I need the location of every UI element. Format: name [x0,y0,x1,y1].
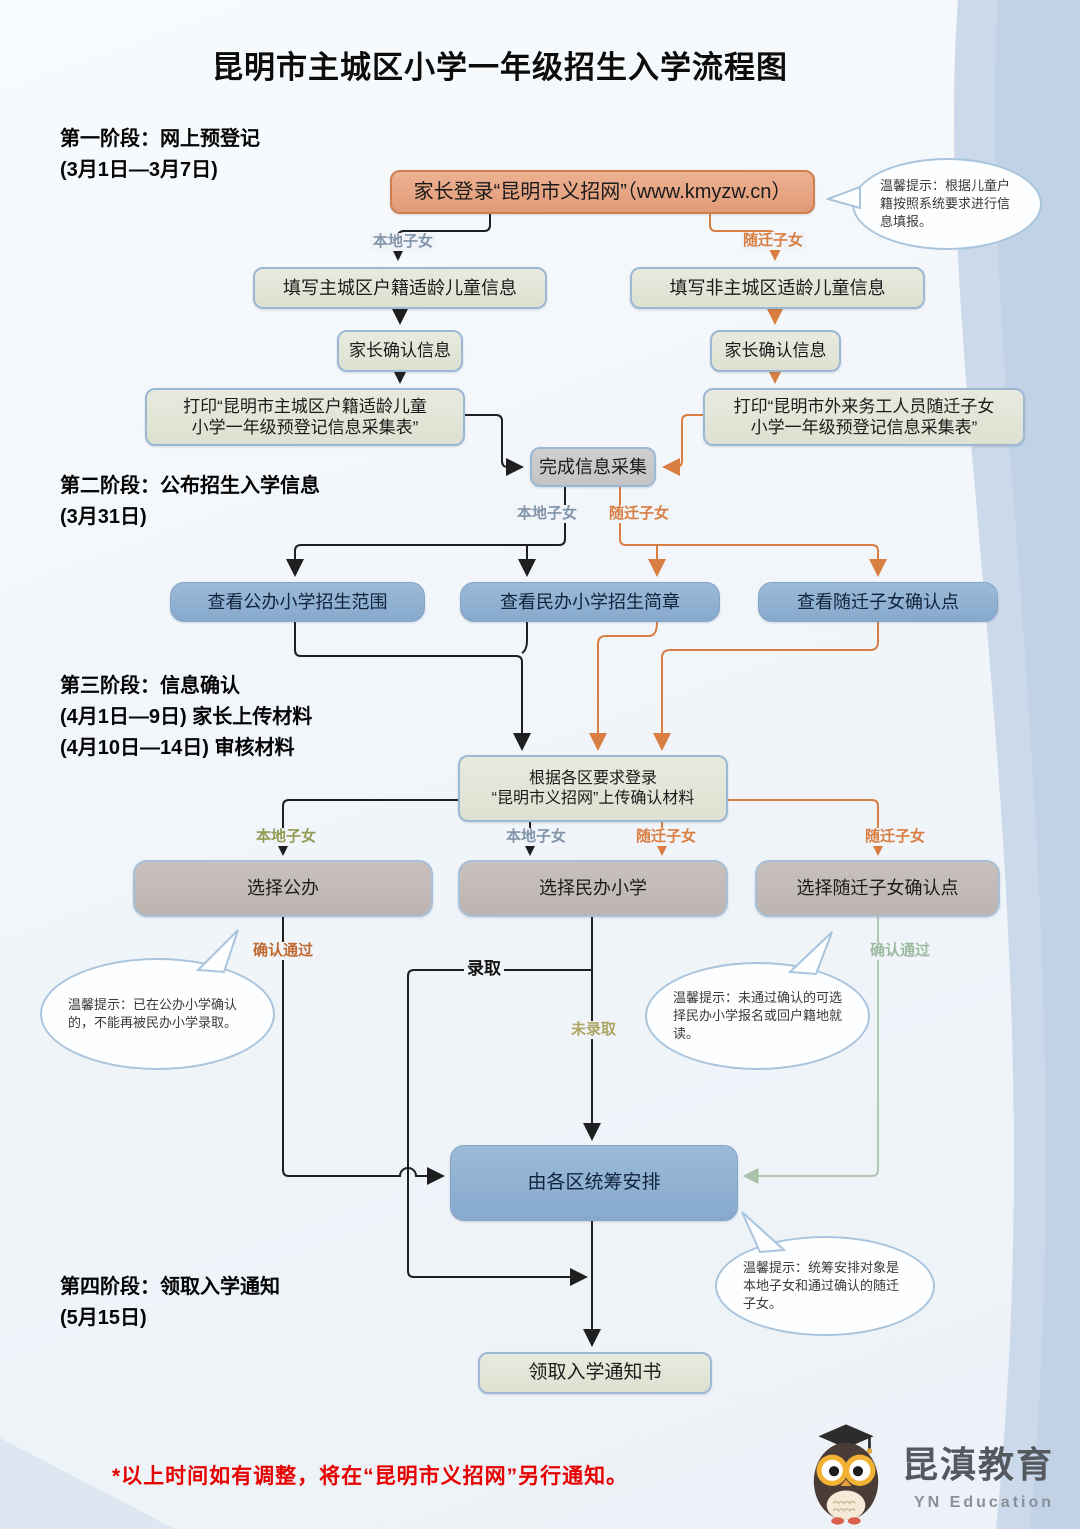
tip-bubble-not-confirmed: 温馨提示：未通过确认的可选择民办小学报名或回户籍地就读。 [645,962,870,1070]
edge-print-migrant-to-complete [662,414,703,476]
node-choose-private: 选择民办小学 [458,860,728,917]
tip-bubble-arrange-target-tail [741,1211,786,1254]
edge-label-local-mid: 本地子女 [514,505,581,523]
node-confirm-info-right: 家长确认信息 [710,330,841,372]
node-confirm-info-left: 家长确认信息 [337,330,463,372]
node-fill-nonlocal-info: 填写非主城区适龄儿童信息 [630,267,925,309]
edge-label-local-top: 本地子女 [370,233,437,251]
footer-note: *以上时间如有调整，将在“昆明市义招网”另行通知。 [112,1465,629,1488]
edge-label-local-center: 本地子女 [503,828,570,846]
edge-view-migrant-to-upload [653,622,879,751]
tip-bubble-public-confirm: 温馨提示：已在公办小学确认的，不能再被民办小学录取。 [40,958,275,1070]
node-print-migrant-form: 打印“昆明市外来务工人员随迁子女 小学一年级预登记信息采集表” [703,388,1025,446]
node-view-migrant-points: 查看随迁子女确认点 [758,582,998,622]
brand-subtitle: YN Education [914,1494,1055,1511]
edge-label-migrant-center: 随迁子女 [633,828,700,846]
edge-label-confirmed-right: 确认通过 [867,942,934,960]
edge-view-private-merge [521,622,528,654]
stage-4-label: 第四阶段：领取入学通知 (5月15日) [60,1276,280,1329]
node-fill-local-info: 填写主城区户籍适龄儿童信息 [253,267,547,309]
edge-label-migrant-right: 随迁子女 [862,828,929,846]
node-view-private-guide: 查看民办小学招生简章 [460,582,720,622]
edge-label-migrant-mid: 随迁子女 [606,505,673,523]
page-title: 昆明市主城区小学一年级招生入学流程图 [212,50,788,85]
node-receive-notice: 领取入学通知书 [478,1352,712,1394]
edge-view-private-to-upload [589,621,658,751]
node-view-public-range: 查看公办小学招生范围 [170,582,425,622]
tip-bubble-public-confirm-tail [196,929,239,974]
tip-bubble-not-confirmed-tail [788,931,833,976]
edge-label-local-olive: 本地子女 [253,828,320,846]
edge-label-admitted: 录取 [464,959,504,980]
edge-complete-to-view-public [286,487,566,577]
edge-label-migrant-top: 随迁子女 [740,232,807,250]
stage-2-label: 第二阶段：公布招生入学信息 (3月31日) [60,475,320,528]
edge-print-local-to-complete [465,414,524,476]
edge-complete-to-view-migrant [619,487,887,577]
edge-label-confirmed-left: 确认通过 [250,942,317,960]
node-district-arrange: 由各区统筹安排 [450,1145,738,1221]
node-choose-migrant-point: 选择随迁子女确认点 [755,860,1000,917]
brand-name: 昆滇教育 [902,1444,1055,1485]
edge-admitted-bypass [407,969,592,1286]
tip-bubble-registration: 温馨提示：根据儿童户籍按照系统要求进行信息填报。 [852,158,1042,250]
edge-label-not-admitted: 未录取 [568,1021,620,1039]
tip-bubble-arrange-target: 温馨提示：统筹安排对象是本地子女和通过确认的随迁子女。 [715,1236,935,1336]
stage-1-label: 第一阶段：网上预登记 (3月1日—3月7日) [60,128,260,181]
node-print-local-form: 打印“昆明市主城区户籍适龄儿童 小学一年级预登记信息采集表” [145,388,465,446]
stage-3-label: 第三阶段：信息确认 (4月1日—9日) 家长上传材料 (4月10日—14日) 审… [60,675,313,759]
edge-view-public-to-upload [294,622,531,751]
node-upload-materials: 根据各区要求登录 “昆明市义招网”上传确认材料 [458,755,728,822]
node-choose-public: 选择公办 [133,860,433,917]
edge-upload-to-choose-migrant [728,799,887,856]
node-parent-login: 家长登录“昆明市义招网”（www.kmyzw.cn） [390,170,815,214]
node-complete-collection: 完成信息采集 [530,447,656,487]
tip-bubble-registration-tail [826,185,861,210]
owl-logo-icon [813,1424,879,1525]
brand-logo: 昆滇教育 YN Education [800,1422,1070,1526]
